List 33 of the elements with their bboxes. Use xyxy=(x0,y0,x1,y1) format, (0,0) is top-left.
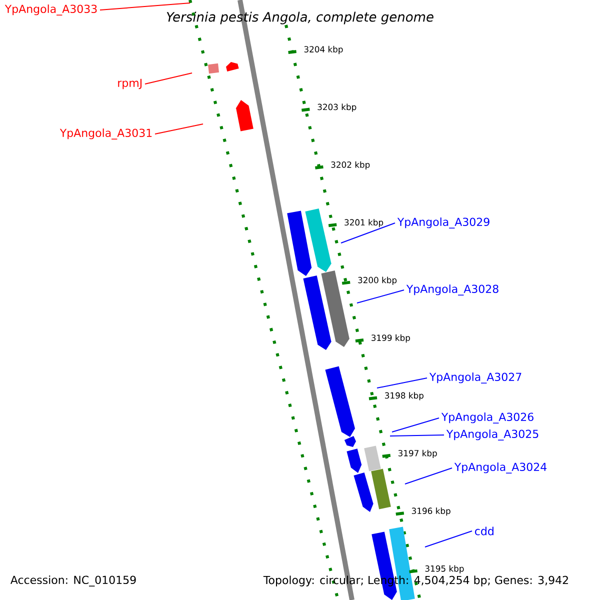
leader-line xyxy=(356,290,404,304)
scale-label: 3203 kbp xyxy=(318,104,356,112)
gene-label: YpAngola_A3025 xyxy=(446,430,538,440)
scale-label: 3198 kbp xyxy=(385,392,424,400)
genome-info-text: Topology: circular; Length: 4,504,254 bp; Genes: 3,942 xyxy=(263,576,568,586)
gene-label: cdd xyxy=(475,526,494,536)
scale-label: 3196 kbp xyxy=(412,508,450,516)
leader-line xyxy=(424,530,472,548)
scale-label: 3199 kbp xyxy=(372,334,410,343)
leader-line xyxy=(100,2,190,10)
leader-line xyxy=(376,378,428,388)
scale-label: 3201 kbp xyxy=(344,219,384,228)
leader-line xyxy=(340,222,396,244)
gene-label: YpAngola_A3024 xyxy=(454,462,547,474)
title: Yersinia pestis Angola, complete genome xyxy=(166,12,434,24)
gene-label: YpAngola_A3027 xyxy=(429,372,522,384)
gene-label: YpAngola_A3033 xyxy=(4,4,97,16)
scale-label: 3204 kbp xyxy=(304,46,343,54)
accession-text: Accession: NC_010159 xyxy=(10,576,136,586)
gene-label: rpmJ xyxy=(118,78,142,90)
gene-label: YpAngola_A3031 xyxy=(60,128,152,140)
leader-line xyxy=(154,124,204,134)
scale-label: 3200 kbp xyxy=(358,276,397,285)
leader-line xyxy=(404,468,452,484)
gene-label: YpAngola_A3028 xyxy=(406,284,498,296)
gene-label: YpAngola_A3029 xyxy=(397,218,490,228)
scale-label: 3195 kbp xyxy=(425,565,464,574)
gene-label: YpAngola_A3026 xyxy=(441,412,534,424)
leader-line xyxy=(392,418,440,432)
leader-line xyxy=(390,434,444,436)
scale-label: 3197 kbp xyxy=(398,450,437,458)
scale-label: 3202 kbp xyxy=(331,161,370,170)
leader-line xyxy=(144,72,192,84)
